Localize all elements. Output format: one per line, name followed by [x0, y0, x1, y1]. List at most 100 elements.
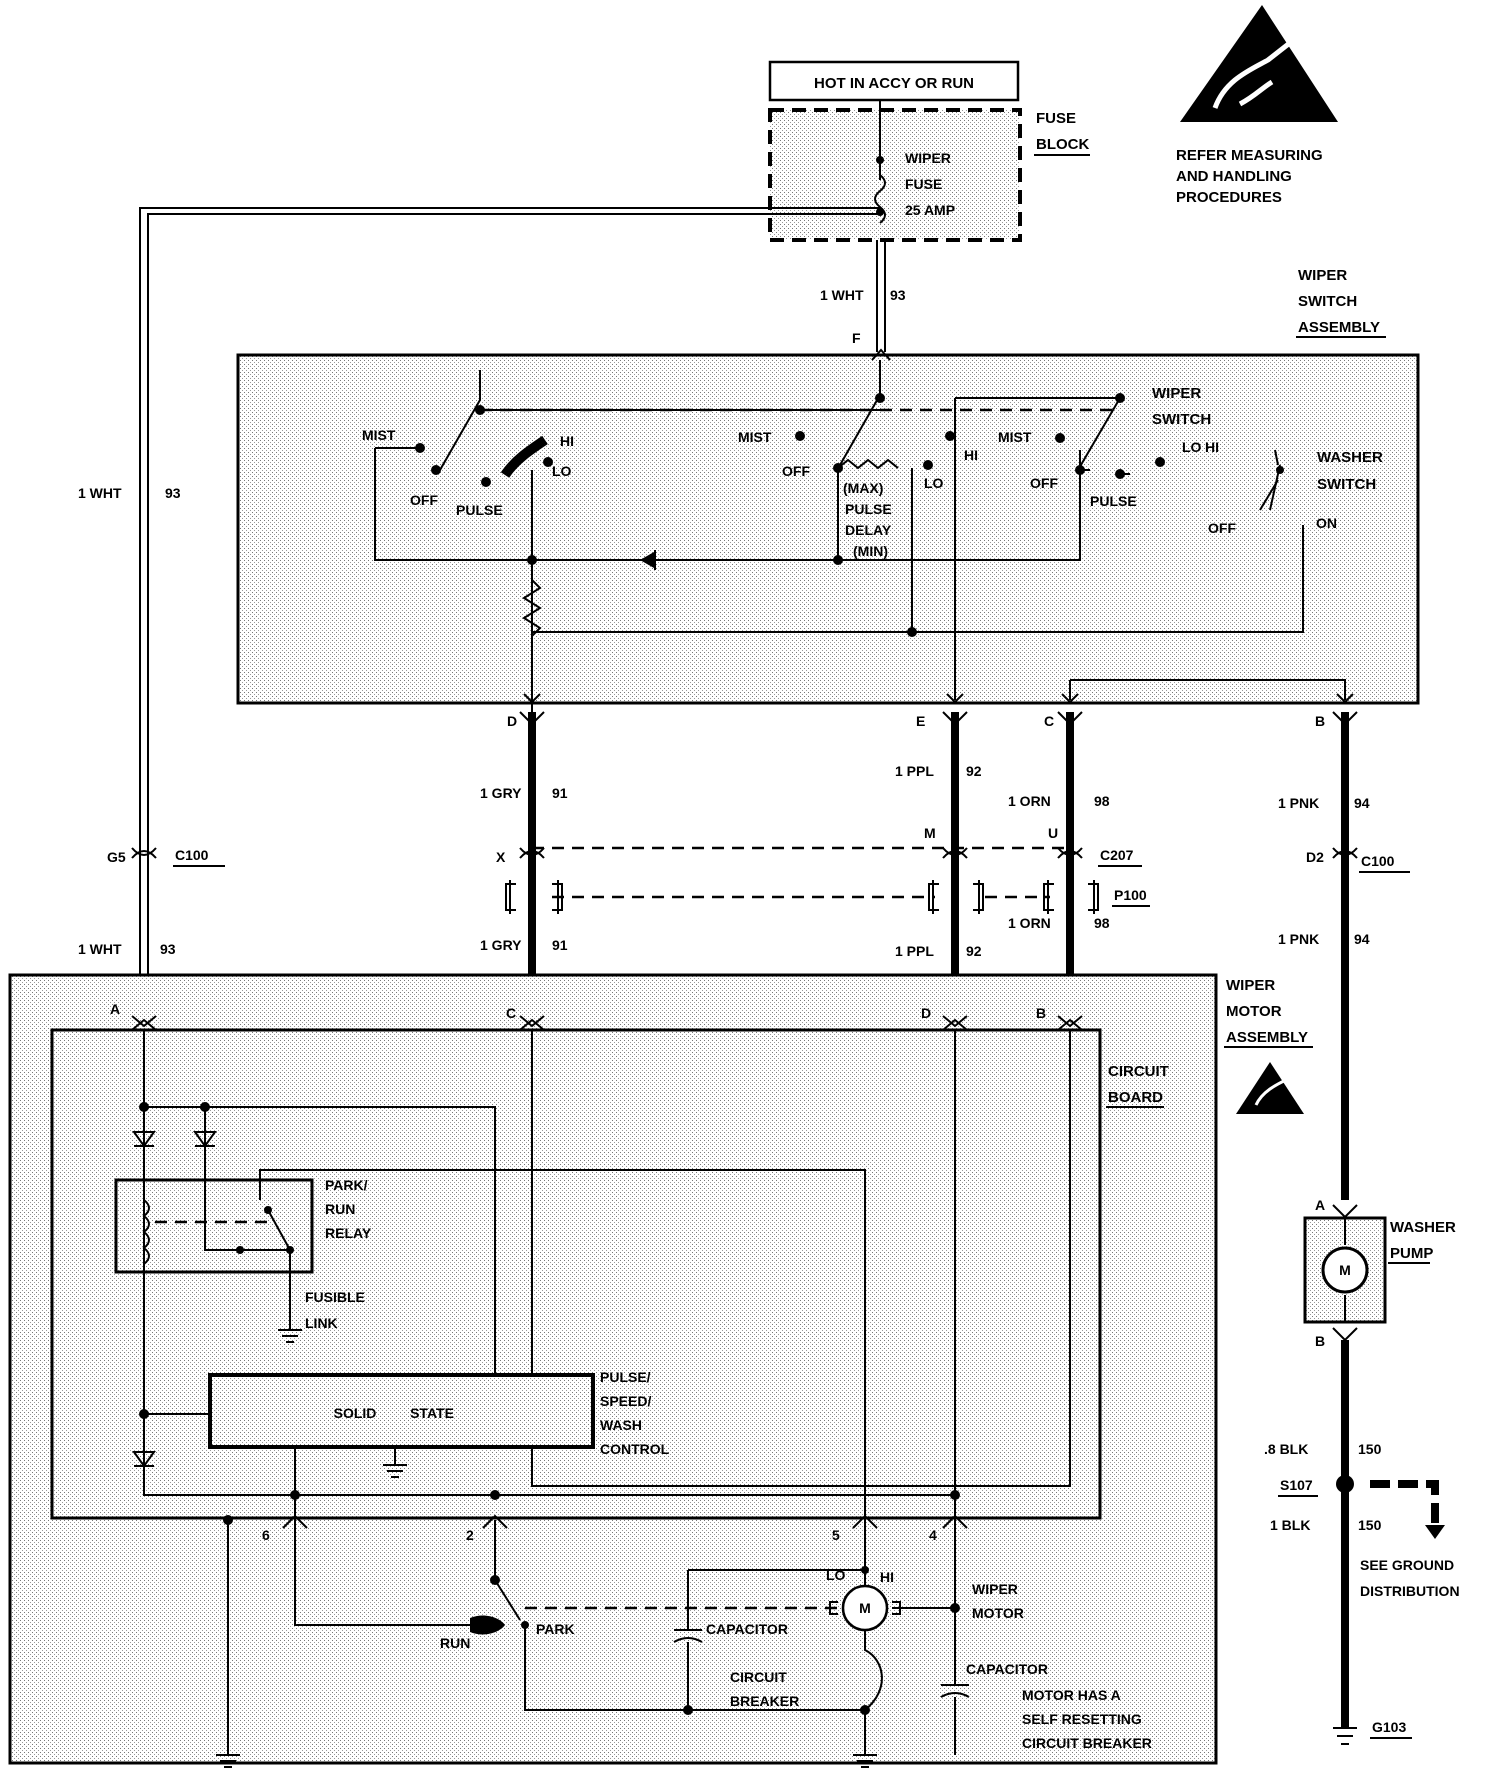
svg-text:SWITCH: SWITCH	[1298, 293, 1357, 310]
connector-u: U	[1048, 825, 1058, 841]
hot-power-label: HOT IN ACCY OR RUN	[814, 75, 974, 92]
svg-text:OFF: OFF	[410, 492, 438, 508]
svg-text:SWITCH: SWITCH	[1152, 411, 1211, 428]
terminal-c: C	[1044, 713, 1054, 729]
wire-circuit-orn-top: 98	[1094, 793, 1110, 809]
svg-text:MOTOR HAS A: MOTOR HAS A	[1022, 1687, 1121, 1703]
svg-text:PARK/: PARK/	[325, 1177, 368, 1193]
wire-label-blk-b: 1 BLK	[1270, 1517, 1310, 1533]
pin-4: 4	[929, 1527, 937, 1543]
connector-m: M	[924, 825, 936, 841]
wire-circuit-blk-b: 150	[1358, 1517, 1382, 1533]
wire-label-orn-top: 1 ORN	[1008, 793, 1051, 809]
orn-98-wire	[1057, 711, 1083, 1015]
svg-text:CIRCUIT: CIRCUIT	[730, 1669, 787, 1685]
connector-c100-left: C100	[175, 847, 209, 863]
motor-terminal-d: D	[921, 1005, 931, 1021]
wire-label-ppl-bottom: 1 PPL	[895, 943, 934, 959]
svg-text:CIRCUIT: CIRCUIT	[1108, 1063, 1169, 1080]
connector-c207: C207	[1100, 847, 1134, 863]
fuse-block-label: FUSE BLOCK	[1034, 110, 1090, 156]
svg-text:HI: HI	[1205, 439, 1219, 455]
connector-g5: G5	[107, 849, 126, 865]
svg-text:OFF: OFF	[782, 463, 810, 479]
warning-text: REFER MEASURING AND HANDLING PROCEDURES	[1176, 147, 1323, 206]
svg-text:BREAKER: BREAKER	[730, 1693, 799, 1709]
svg-text:DELAY: DELAY	[845, 522, 892, 538]
fusible-link-label: FUSIBLE LINK	[305, 1289, 365, 1331]
wiper-fuse-label: WIPER FUSE 25 AMP	[905, 150, 955, 218]
wire-label-pnk-bottom: 1 PNK	[1278, 931, 1319, 947]
terminal-d: D	[507, 713, 517, 729]
svg-text:WIPER: WIPER	[905, 150, 951, 166]
wire-circuit-ppl-top: 92	[966, 763, 982, 779]
ppl-92-wire	[942, 711, 968, 1015]
wire-circuit-gry-top: 91	[552, 785, 568, 801]
motor-breaker-note: MOTOR HAS A SELF RESETTING CIRCUIT BREAK…	[1022, 1687, 1152, 1751]
splice-s107-dot	[1336, 1475, 1354, 1493]
wire-circuit-orn-bottom: 98	[1094, 915, 1110, 931]
wire-label-pnk-top: 1 PNK	[1278, 795, 1319, 811]
wire-circuit-wht-top: 93	[890, 287, 906, 303]
svg-text:SPEED/: SPEED/	[600, 1393, 651, 1409]
svg-text:DISTRIBUTION: DISTRIBUTION	[1360, 1583, 1460, 1599]
washer-pump-motor-letter: M	[1339, 1262, 1351, 1278]
connector-row-p100	[505, 880, 1099, 914]
wire-label-gry-top: 1 GRY	[480, 785, 522, 801]
terminal-e: E	[916, 713, 925, 729]
svg-text:(MIN): (MIN)	[853, 543, 888, 559]
svg-text:CIRCUIT BREAKER: CIRCUIT BREAKER	[1022, 1735, 1152, 1751]
svg-text:LO: LO	[1182, 439, 1202, 455]
svg-text:ASSEMBLY: ASSEMBLY	[1298, 319, 1380, 336]
esd-warning-small-icon	[1236, 1062, 1304, 1114]
svg-text:FUSE: FUSE	[1036, 110, 1076, 127]
svg-text:WASHER: WASHER	[1390, 1219, 1456, 1236]
svg-text:LINK: LINK	[305, 1315, 338, 1331]
svg-text:LO: LO	[924, 475, 944, 491]
control-ground	[383, 1447, 407, 1478]
connector-x: X	[496, 849, 506, 865]
wiper-switch-assembly-label: WIPER SWITCH ASSEMBLY	[1296, 267, 1386, 338]
wire-circuit-blk-a: 150	[1358, 1441, 1382, 1457]
pulse-speed-wash-control-label: PULSE/ SPEED/ WASH CONTROL	[600, 1369, 670, 1457]
svg-text:M: M	[859, 1600, 871, 1616]
svg-text:AND HANDLING: AND HANDLING	[1176, 168, 1292, 185]
park-run-relay-box	[114, 1178, 314, 1274]
wire-circuit-wht-left: 93	[165, 485, 181, 501]
svg-text:PULSE: PULSE	[1090, 493, 1137, 509]
svg-text:PULSE/: PULSE/	[600, 1369, 651, 1385]
svg-text:WASHER: WASHER	[1317, 449, 1383, 466]
motor-assembly-grounds	[216, 1754, 877, 1768]
svg-text:OFF: OFF	[1208, 520, 1236, 536]
motor-lo-label: LO	[826, 1567, 846, 1583]
svg-text:MIST: MIST	[998, 429, 1032, 445]
capacitor-label-1: CAPACITOR	[706, 1621, 788, 1637]
park-label: PARK	[536, 1621, 575, 1637]
svg-text:FUSE: FUSE	[905, 176, 942, 192]
svg-text:WIPER: WIPER	[1298, 267, 1347, 284]
pump-terminal-a: A	[1315, 1197, 1325, 1213]
connector-c100-right: C100	[1361, 853, 1395, 869]
svg-text:(MAX): (MAX)	[843, 480, 883, 496]
pin-5: 5	[832, 1527, 840, 1543]
svg-text:OFF: OFF	[1030, 475, 1058, 491]
svg-text:HI: HI	[560, 433, 574, 449]
wiper-switch-box	[236, 353, 1420, 705]
svg-text:PUMP: PUMP	[1390, 1245, 1433, 1262]
pump-terminal-b: B	[1315, 1333, 1325, 1349]
control-box-text-1: SOLID	[334, 1405, 377, 1421]
svg-text:MOTOR: MOTOR	[972, 1605, 1024, 1621]
svg-text:BLOCK: BLOCK	[1036, 136, 1089, 153]
svg-text:ASSEMBLY: ASSEMBLY	[1226, 1029, 1308, 1046]
esd-hand-warning-icon	[1180, 5, 1338, 122]
wire-label-wht-left: 1 WHT	[78, 485, 122, 501]
terminal-f: F	[852, 330, 861, 346]
park-run-relay-label: PARK/ RUN RELAY	[325, 1177, 372, 1241]
motor-terminal-c: C	[506, 1005, 516, 1021]
circuit-board-box	[50, 1028, 1102, 1520]
svg-text:ON: ON	[1316, 515, 1337, 531]
pin-2: 2	[466, 1527, 474, 1543]
circuit-breaker-label: CIRCUIT BREAKER	[730, 1669, 799, 1709]
wiper-motor-label: WIPER MOTOR	[972, 1581, 1024, 1621]
